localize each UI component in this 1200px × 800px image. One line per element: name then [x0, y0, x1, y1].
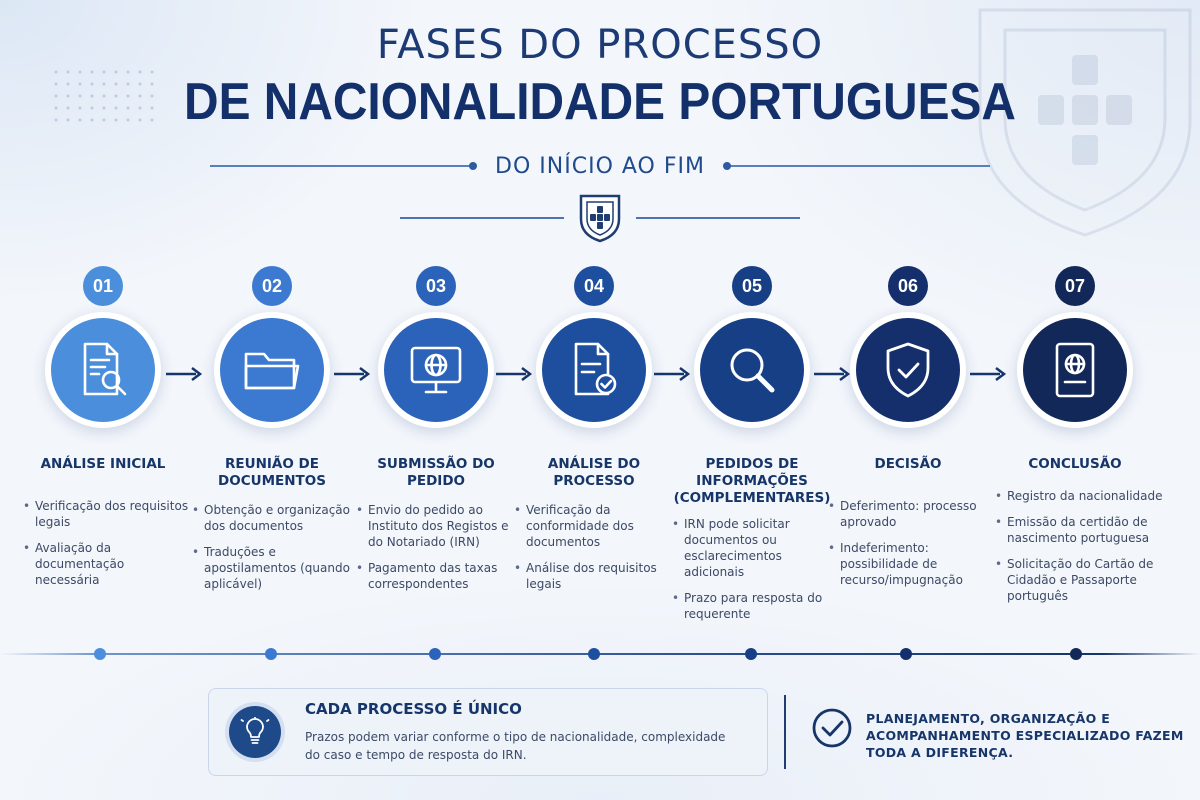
dot-pattern	[50, 66, 160, 126]
step-icon-disc	[700, 318, 804, 422]
step-bullet: Obtenção e organização dos documentos	[192, 502, 360, 534]
step-bullet: IRN pode solicitar documentos ou esclare…	[672, 516, 840, 580]
step-bullet: Solicitação do Cartão de Cidadão e Passa…	[995, 556, 1163, 604]
step-title: ANÁLISE INICIAL	[40, 456, 166, 472]
vertical-divider	[784, 695, 786, 769]
step-number: 04	[574, 266, 614, 306]
shield-rule-left	[400, 217, 564, 219]
step-title: CONCLUSÃO	[1028, 456, 1122, 472]
arrow-right-icon	[166, 367, 203, 381]
step-icon-disc	[220, 318, 324, 422]
monitor-globe-icon	[410, 346, 462, 394]
step-bullet: Registro da nacionalidade	[995, 488, 1163, 504]
step-number: 03	[416, 266, 456, 306]
step-title: DECISÃO	[874, 456, 942, 472]
step-icon-ring	[536, 312, 652, 428]
step-bullets: Verificação da conformidade dos document…	[514, 502, 682, 602]
timeline-dot	[429, 648, 441, 660]
step-number: 05	[732, 266, 772, 306]
title-line2: DE NACIONALIDADE PORTUGUESA	[184, 73, 1016, 131]
info-text: CADA PROCESSO É ÚNICO Prazos podem varia…	[305, 700, 735, 764]
subtitle-rule-right	[722, 162, 991, 170]
shield-divider	[400, 192, 800, 244]
step-number: 01	[83, 266, 123, 306]
step-number: 07	[1055, 266, 1095, 306]
lightbulb-icon-badge	[229, 706, 281, 758]
shield-rule-right	[636, 217, 800, 219]
passport-icon	[1055, 342, 1095, 398]
info-description: Prazos podem variar conforme o tipo de n…	[305, 730, 726, 762]
arrow-right-icon	[814, 367, 851, 381]
step-bullet: Verificação dos requisitos legais	[23, 498, 191, 530]
timeline-line	[0, 653, 1200, 655]
timeline-dot	[588, 648, 600, 660]
step-title: ANÁLISE DO PROCESSO	[547, 456, 641, 489]
step-bullets: Envio do pedido ao Instituto dos Registo…	[356, 502, 524, 602]
step-bullets: IRN pode solicitar documentos ou esclare…	[672, 516, 840, 632]
document-check-icon	[574, 342, 617, 396]
step-number: 02	[252, 266, 292, 306]
step-bullets: Obtenção e organização dos documentos Tr…	[192, 502, 360, 602]
step-bullet: Indeferimento: possibilidade de recurso/…	[828, 540, 996, 588]
step-icon-ring	[378, 312, 494, 428]
step-icon-ring	[694, 312, 810, 428]
step-number: 06	[888, 266, 928, 306]
step-bullet: Pagamento das taxas correspondentes	[356, 560, 524, 592]
step-bullets: Registro da nacionalidade Emissão da cer…	[995, 488, 1163, 614]
shield-check-icon	[886, 342, 930, 398]
step-icon-disc	[1023, 318, 1127, 422]
step-icon-ring	[1017, 312, 1133, 428]
info-title: CADA PROCESSO É ÚNICO	[305, 700, 522, 718]
magnifier-icon	[730, 348, 775, 393]
steps-container: 01 ANÁLISE INICIAL Verificação dos requi…	[0, 262, 1200, 642]
step-icon-disc	[384, 318, 488, 422]
step-title: REUNIÃO DE DOCUMENTOS	[218, 456, 326, 489]
lightbulb-icon	[240, 717, 270, 744]
document-search-icon	[83, 342, 127, 396]
step-bullets: Deferimento: processo aprovado Indeferim…	[828, 498, 996, 598]
closing-message: PLANEJAMENTO, ORGANIZAÇÃO E ACOMPANHAMEN…	[866, 711, 1184, 760]
info-box: CADA PROCESSO É ÚNICO Prazos podem varia…	[208, 688, 768, 776]
timeline-dot	[1070, 648, 1082, 660]
step-bullet: Envio do pedido ao Instituto dos Registo…	[356, 502, 524, 550]
timeline-dot	[94, 648, 106, 660]
step-bullet: Traduções e apostilamentos (quando aplic…	[192, 544, 360, 592]
step-bullet: Deferimento: processo aprovado	[828, 498, 996, 530]
title-line1: FASES DO PROCESSO	[376, 22, 824, 68]
timeline-dot	[745, 648, 757, 660]
step-icon-ring	[45, 312, 161, 428]
timeline-dot	[265, 648, 277, 660]
step-icon-ring	[214, 312, 330, 428]
portugal-shield-icon	[579, 194, 621, 243]
step-bullet: Prazo para resposta do requerente	[672, 590, 840, 622]
arrow-right-icon	[970, 367, 1007, 381]
step-bullets: Verificação dos requisitos legais Avalia…	[23, 498, 191, 598]
step-bullet: Análise dos requisitos legais	[514, 560, 682, 592]
step-icon-disc	[51, 318, 155, 422]
step-title: PEDIDOS DE INFORMAÇÕES (COMPLEMENTARES)	[673, 456, 831, 506]
step-bullet: Verificação da conformidade dos document…	[514, 502, 682, 550]
step-icon-disc	[542, 318, 646, 422]
check-circle-icon	[812, 708, 852, 748]
step-icon-disc	[856, 318, 960, 422]
arrow-right-icon	[496, 367, 533, 381]
subtitle-rule-left	[210, 162, 478, 170]
subtitle: DO INÍCIO AO FIM	[495, 153, 705, 179]
step-bullet: Emissão da certidão de nascimento portug…	[995, 514, 1163, 546]
step-icon-ring	[850, 312, 966, 428]
folder-icon	[244, 352, 300, 390]
subtitle-row: DO INÍCIO AO FIM	[210, 150, 991, 182]
step-bullet: Avaliação da documentação necessária	[23, 540, 191, 588]
arrow-right-icon	[334, 367, 371, 381]
timeline-dot	[900, 648, 912, 660]
coat-of-arms-watermark-icon	[978, 8, 1192, 237]
step-title: SUBMISSÃO DO PEDIDO	[377, 456, 495, 489]
arrow-right-icon	[654, 367, 691, 381]
